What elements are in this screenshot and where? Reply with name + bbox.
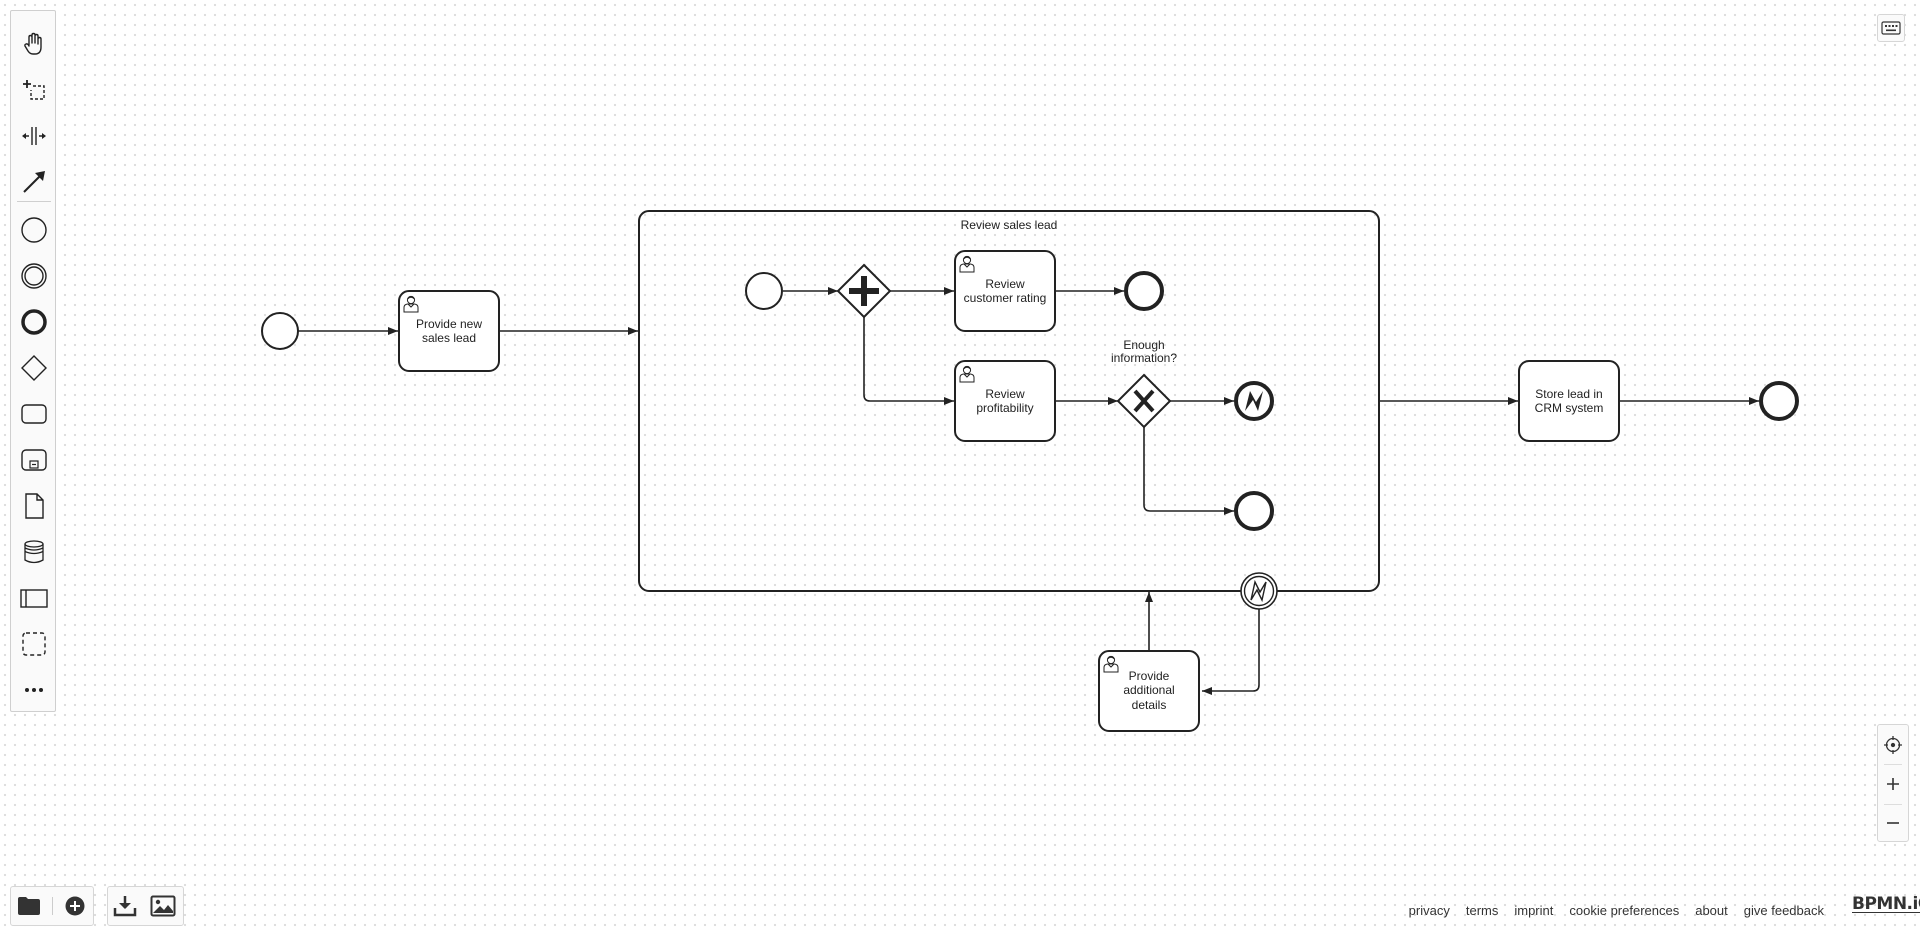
flow-xor-to-end[interactable] <box>1143 427 1234 515</box>
zoom-separator <box>1884 764 1902 765</box>
end-event-rating[interactable] <box>1124 271 1164 311</box>
escalation-end-event[interactable] <box>1234 381 1274 421</box>
download-bpmn-button[interactable] <box>109 891 141 921</box>
crosshair-icon <box>1884 736 1902 754</box>
task-label-line-2: additional <box>1123 683 1174 697</box>
plus-icon <box>1887 778 1899 790</box>
task-label-line-1: Provide <box>1129 669 1170 683</box>
gateway-label-line-1: Enough <box>1123 338 1164 352</box>
task-label-line-1: Review <box>985 277 1025 291</box>
escalation-icon <box>1245 391 1263 411</box>
task-label-line-1: Store lead in <box>1535 387 1602 401</box>
space-tool-icon[interactable] <box>18 120 50 152</box>
subprocess-review-sales-lead[interactable]: Review sales lead <box>638 210 1380 592</box>
zoom-in-button[interactable] <box>1878 766 1908 802</box>
privacy-link[interactable]: privacy <box>1408 903 1450 918</box>
cookie-preferences-link[interactable]: cookie preferences <box>1569 903 1680 918</box>
data-object-icon[interactable] <box>18 490 50 522</box>
exclusive-x-icon <box>1133 389 1155 413</box>
gateway-label-line-2: information? <box>1111 351 1177 365</box>
about-link[interactable]: about <box>1695 903 1728 918</box>
global-connect-tool-icon[interactable] <box>18 166 50 198</box>
parallel-gateway[interactable] <box>836 263 892 319</box>
subprocess-icon[interactable] <box>18 444 50 476</box>
parallel-plus-icon <box>849 276 879 306</box>
flow-parallel-to-profit[interactable] <box>863 317 954 405</box>
intermediate-event-icon[interactable] <box>18 260 50 292</box>
zoom-out-button[interactable] <box>1878 805 1908 841</box>
tool-palette <box>10 10 56 712</box>
task-review-customer-rating[interactable]: Review customer rating <box>954 250 1056 332</box>
lasso-tool-icon[interactable] <box>18 74 50 106</box>
image-icon <box>150 895 176 917</box>
keyboard-icon <box>1881 21 1901 35</box>
start-event-icon[interactable] <box>18 214 50 246</box>
start-event[interactable] <box>261 312 299 350</box>
final-end-event[interactable] <box>1759 381 1799 421</box>
palette-separator <box>17 201 51 202</box>
end-event-icon[interactable] <box>18 306 50 338</box>
more-icon[interactable] <box>18 674 50 706</box>
group-icon[interactable] <box>18 628 50 660</box>
footer-links: privacy terms imprint cookie preferences… <box>1393 903 1824 919</box>
task-label-line-3: details <box>1132 698 1167 712</box>
zoom-separator <box>1884 804 1902 805</box>
export-image-button[interactable] <box>147 891 179 921</box>
task-label-line-1: Review <box>985 387 1025 401</box>
export-actions-group <box>107 886 184 926</box>
hand-tool-icon[interactable] <box>18 28 50 60</box>
reset-zoom-button[interactable] <box>1878 727 1908 763</box>
inner-start-event[interactable] <box>745 272 783 310</box>
task-label-line-1: Provide new <box>416 317 482 331</box>
data-store-icon[interactable] <box>18 536 50 568</box>
terms-link[interactable]: terms <box>1465 903 1499 918</box>
pool-icon[interactable] <box>18 582 50 614</box>
keyboard-shortcuts-button[interactable] <box>1877 14 1905 42</box>
task-provide-new-sales-lead[interactable]: Provide new sales lead <box>398 290 500 372</box>
end-event-lower[interactable] <box>1234 491 1274 531</box>
add-circle-icon <box>65 896 85 916</box>
minus-icon <box>1887 822 1899 824</box>
exclusive-gateway[interactable] <box>1116 373 1172 429</box>
button-separator <box>52 897 53 915</box>
sequence-flows <box>298 287 1759 695</box>
task-label-line-2: customer rating <box>964 291 1047 305</box>
gateway-icon[interactable] <box>18 352 50 384</box>
task-label-line-2: CRM system <box>1535 401 1604 415</box>
download-icon <box>113 896 137 917</box>
file-actions-group <box>10 886 94 926</box>
task-store-lead-in-crm[interactable]: Store lead in CRM system <box>1518 360 1620 442</box>
give-feedback-link[interactable]: give feedback <box>1743 903 1824 918</box>
subprocess-label: Review sales lead <box>961 218 1058 232</box>
folder-icon <box>18 897 40 915</box>
open-file-button[interactable] <box>13 891 45 921</box>
task-provide-additional-details[interactable]: Provide additional details <box>1098 650 1200 732</box>
boundary-escalation-event[interactable] <box>1240 572 1278 610</box>
flow-boundary-to-additional[interactable] <box>1202 609 1260 695</box>
bpmn-io-logo[interactable]: BPMN.iO <box>1852 894 1920 914</box>
escalation-icon <box>1250 579 1267 603</box>
task-icon[interactable] <box>18 398 50 430</box>
imprint-link[interactable]: imprint <box>1514 903 1554 918</box>
zoom-controls <box>1877 724 1909 842</box>
task-review-profitability[interactable]: Review profitability <box>954 360 1056 442</box>
task-label-line-2: profitability <box>976 401 1033 415</box>
new-diagram-button[interactable] <box>59 891 91 921</box>
task-label-line-2: sales lead <box>422 331 476 345</box>
